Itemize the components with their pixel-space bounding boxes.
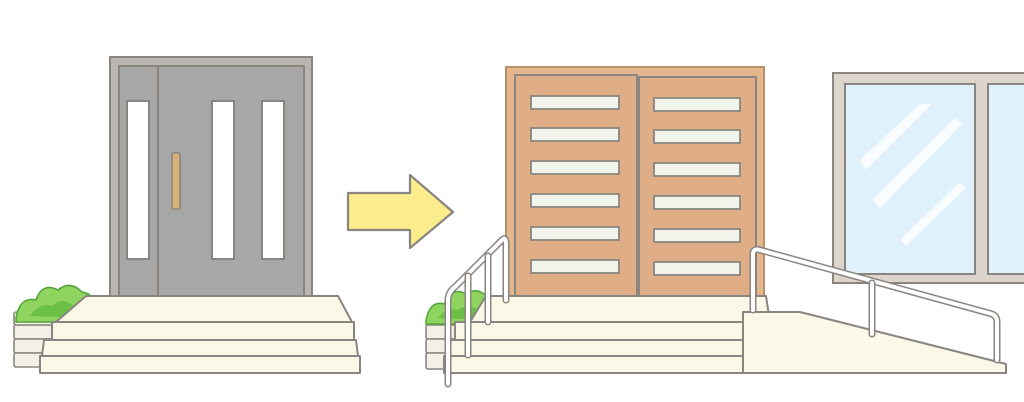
handrail-left	[444, 235, 510, 388]
door-glass-left	[211, 100, 235, 260]
ramp	[742, 311, 1007, 374]
steps-before	[39, 295, 361, 374]
steps-after	[443, 295, 771, 374]
before-scene	[13, 56, 361, 374]
door-slits-left	[530, 95, 620, 274]
window	[832, 72, 1024, 284]
handrail-ramp	[749, 246, 1001, 364]
door-glass-right	[261, 100, 285, 260]
side-glass	[126, 100, 150, 260]
after-scene	[425, 66, 1024, 388]
door-slits-right	[653, 97, 741, 276]
arrow-right-icon	[346, 173, 455, 250]
door-handle	[171, 152, 181, 210]
